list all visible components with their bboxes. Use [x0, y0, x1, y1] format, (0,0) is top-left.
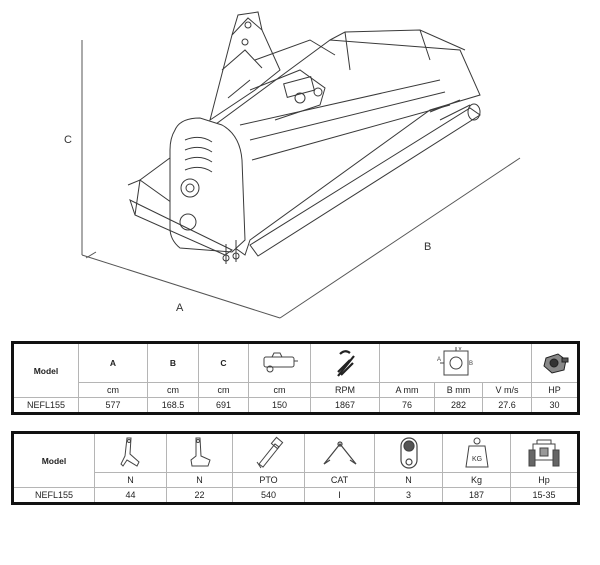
unit-cell: N: [374, 472, 443, 488]
flail-mower-icon: [248, 342, 311, 383]
value-cell: 22: [166, 487, 233, 504]
value-cell: 44: [94, 487, 167, 504]
value-cell: 27.6: [481, 397, 533, 414]
model-header: Model: [12, 432, 95, 488]
svg-text:V: V: [458, 347, 462, 352]
unit-cell: CAT: [304, 472, 375, 488]
unit-cell: cm: [78, 382, 148, 398]
unit-cell: PTO: [232, 472, 305, 488]
model-name: NEFL155: [12, 487, 95, 504]
unit-cell: cm: [248, 382, 311, 398]
value-cell: I: [304, 487, 375, 504]
unit-cell: A mm: [379, 382, 435, 398]
value-cell: 540: [232, 487, 305, 504]
unit-cell: RPM: [310, 382, 380, 398]
svg-text:KG: KG: [472, 456, 482, 463]
gearbox-icon: [531, 342, 580, 383]
value-cell: 282: [434, 397, 483, 414]
unit-cell: V m/s: [481, 382, 533, 398]
spec-table-features: Model KG N N PTO CAT N Kg Hp NEFL155: [11, 431, 580, 505]
col-header-b: B: [147, 342, 199, 383]
hitch-category-icon: [304, 432, 375, 473]
unit-cell: Hp: [510, 472, 579, 488]
spec-table-dimensions: Model A B C A V B cm cm cm cm RPM A mm B m…: [11, 341, 581, 415]
value-cell: 691: [198, 397, 249, 414]
col-header-a: A: [78, 342, 148, 383]
table-row: NEFL155 577 168.5 691 150 1867 76 282 27…: [12, 397, 580, 414]
unit-cell: Kg: [442, 472, 511, 488]
value-cell: 15-35: [510, 487, 579, 504]
mower-technical-drawing: C A B: [64, 11, 521, 319]
value-cell: 150: [248, 397, 311, 414]
pto-shaft-icon: [232, 432, 305, 473]
belt-icon: [374, 432, 443, 473]
rotor-icon: [310, 342, 380, 383]
value-cell: 30: [531, 397, 580, 414]
col-header-c: C: [198, 342, 249, 383]
unit-cell: B mm: [434, 382, 483, 398]
weight-icon: KG: [442, 432, 511, 473]
model-header: Model: [12, 342, 79, 398]
unit-cell: N: [94, 472, 167, 488]
value-cell: 76: [379, 397, 435, 414]
tractor-icon: [510, 432, 579, 473]
dimension-label-b: B: [424, 241, 431, 253]
model-name: NEFL155: [12, 397, 79, 414]
value-cell: 168.5: [147, 397, 199, 414]
dimension-label-a: A: [176, 302, 184, 314]
unit-cell: N: [166, 472, 233, 488]
unit-cell: cm: [147, 382, 199, 398]
value-cell: 187: [442, 487, 511, 504]
value-cell: 577: [78, 397, 148, 414]
svg-text:B: B: [469, 361, 473, 367]
svg-text:A: A: [437, 357, 441, 363]
table-row: NEFL155 44 22 540 I 3 187 15-35: [12, 487, 579, 504]
rotor-cross-section-icon: A V B: [378, 342, 533, 383]
unit-cell: cm: [198, 382, 249, 398]
value-cell: 1867: [310, 397, 380, 414]
hammer-blade-icon: [166, 432, 233, 473]
value-cell: 3: [374, 487, 443, 504]
y-blade-icon: [94, 432, 167, 473]
dimension-label-c: C: [64, 134, 72, 146]
unit-cell: HP: [531, 382, 580, 398]
